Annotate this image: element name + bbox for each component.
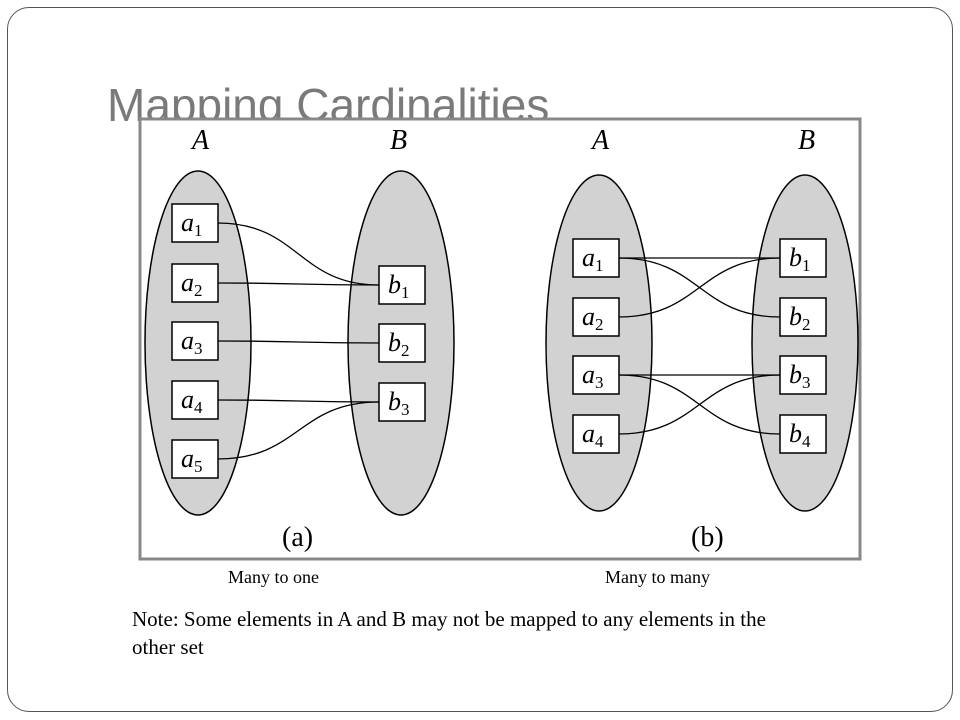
panel_b-element-b4: b4	[779, 414, 827, 454]
panel-a-b-elements: b1 b2 b3	[378, 265, 426, 422]
panel_a-element-b2: b2	[378, 323, 426, 363]
note-text: Note: Some elements in A and B may not b…	[132, 607, 766, 659]
panel_a-mapping-line	[217, 399, 380, 403]
panel_a-element-a3: a3	[171, 321, 219, 361]
panel-a-set-b-label: B	[390, 125, 407, 156]
panel_a-mapping-line	[217, 401, 380, 460]
panel-b-set-a-ellipse	[545, 174, 653, 512]
figure-frame	[138, 117, 862, 561]
mapping-cardinalities-figure: A B a1 a2 a3 a4 a5 b1 b2 b3 (a) A B a1 a2 a3 a4 b…	[138, 117, 862, 561]
panel_a-element-a2: a2	[171, 263, 219, 303]
panel-a-a-elements: a1 a2 a3 a4 a5	[171, 203, 219, 479]
panel-b-a-elements: a1 a2 a3 a4	[572, 238, 620, 454]
panel_a-mapping-line	[217, 340, 380, 344]
panel-b-set-a-label: A	[590, 125, 610, 156]
panel_b-element-a1: a1	[572, 238, 620, 278]
caption-many-to-many: Many to many	[605, 567, 710, 587]
panel_b-element-b3: b3	[779, 355, 827, 395]
panel-b-mapping-lines	[618, 257, 781, 435]
panel-a-set-a-label: A	[190, 125, 210, 156]
panel-b: A B a1 a2 a3 a4 b1 b2 b3 b4 (b)	[545, 125, 859, 553]
caption-many-to-one: Many to one	[228, 567, 319, 587]
panel-a-label: (a)	[282, 522, 313, 553]
panel_a-element-a1: a1	[171, 203, 219, 243]
panel-b-set-b-ellipse	[751, 174, 859, 512]
panel_a-mapping-line	[217, 222, 380, 286]
panel_a-mapping-line	[217, 282, 380, 286]
panel_a-element-b1: b1	[378, 265, 426, 305]
panel_b-element-b1: b1	[779, 238, 827, 278]
panel-a: A B a1 a2 a3 a4 a5 b1 b2 b3 (a)	[144, 125, 455, 553]
panel_b-mapping-line	[618, 374, 781, 435]
panel-b-b-elements: b1 b2 b3 b4	[779, 238, 827, 454]
panel_a-element-a5: a5	[171, 439, 219, 479]
panel_b-element-a4: a4	[572, 414, 620, 454]
panel_b-element-a2: a2	[572, 297, 620, 337]
panel-b-set-b-label: B	[798, 125, 815, 156]
panel_b-element-b2: b2	[779, 297, 827, 337]
panel_b-element-a3: a3	[572, 355, 620, 395]
panel-b-label: (b)	[691, 522, 724, 553]
panel_b-mapping-line	[618, 257, 781, 318]
panel_a-element-b3: b3	[378, 382, 426, 422]
panel_a-element-a4: a4	[171, 380, 219, 420]
panel-a-mapping-lines	[217, 222, 380, 460]
